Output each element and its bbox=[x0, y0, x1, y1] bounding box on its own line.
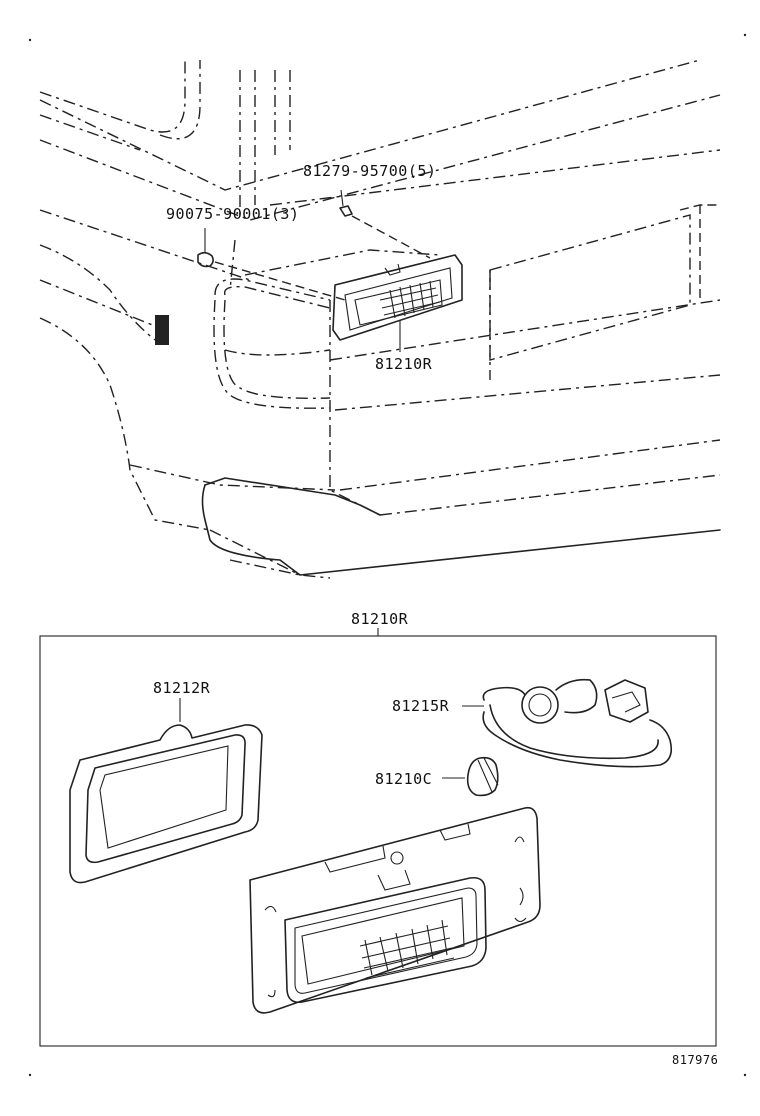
lamp-installed bbox=[332, 254, 463, 341]
gasket-part-number: 81212R bbox=[153, 679, 211, 697]
socket-part-number: 81215R bbox=[392, 697, 450, 715]
nut-part bbox=[197, 228, 214, 268]
gasket-part bbox=[69, 698, 263, 884]
figure-code: 817976 bbox=[672, 1053, 719, 1067]
lamp-housing-part bbox=[249, 806, 541, 1014]
bulb-part-number: 81210C bbox=[375, 770, 433, 788]
vehicle-rear-outline bbox=[39, 59, 721, 579]
nut-leader bbox=[214, 261, 346, 301]
nut-part-number: 90075-90001(3) bbox=[166, 205, 300, 223]
lamp-assy-part-number-top: 81210R bbox=[375, 355, 433, 373]
screw-part-number: 81279-95700(5) bbox=[303, 162, 437, 180]
corner-marks bbox=[28, 33, 747, 1077]
bulb-part bbox=[442, 756, 499, 797]
socket-part bbox=[462, 678, 673, 768]
screw-part bbox=[339, 189, 353, 217]
lamp-assy-part-number-box: 81210R bbox=[351, 610, 409, 628]
exploded-view-frame bbox=[39, 635, 717, 1047]
screw-leader bbox=[351, 215, 431, 259]
